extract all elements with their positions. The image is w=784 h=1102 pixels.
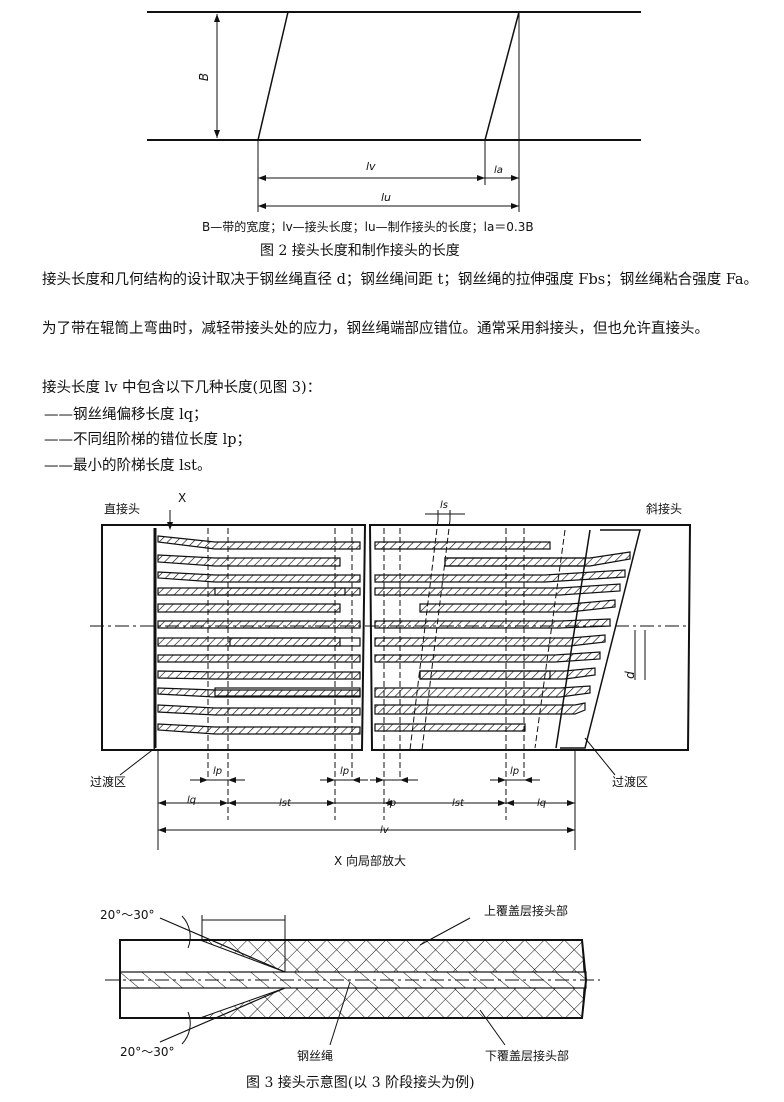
label-bias-joint: 斜接头	[646, 502, 683, 516]
figure-3-splice-diagram	[90, 510, 692, 850]
label-lower-cover-joint: 下覆盖层接头部	[485, 1049, 570, 1063]
dim-label-lp-4: lp	[387, 798, 397, 809]
dim-label-lst-1: lst	[279, 798, 291, 809]
list-item-lp: ——不同组阶梯的错位长度 lp；	[44, 432, 252, 448]
list-item-lst: ——最小的阶梯长度 lst。	[44, 458, 212, 474]
label-upper-cover-joint: 上覆盖层接头部	[484, 904, 569, 918]
paragraph-stagger: 为了带在辊筒上弯曲时，减轻带接头处的应力，钢丝绳端部应错位。通常采用斜接头，但也…	[42, 321, 709, 337]
dim-label-lq-2: lq	[537, 798, 547, 809]
label-d: d	[622, 671, 637, 679]
fig2-label-lu: lu	[381, 191, 392, 204]
label-transition-right: 过渡区	[612, 775, 649, 789]
label-straight-joint: 直接头	[104, 502, 141, 516]
paragraph-lengths: 接头长度 lv 中包含以下几种长度(见图 3)：	[42, 380, 322, 396]
paragraph-design: 接头长度和几何结构的设计取决于钢丝绳直径 d；钢丝绳间距 t；钢丝绳的拉伸强度 …	[42, 272, 759, 288]
label-angle-bottom: 20°～30°	[120, 1045, 175, 1059]
dim-label-lst-2: lst	[452, 798, 464, 809]
dim-label-lp-2: lp	[340, 766, 350, 777]
fig2-label-la: la	[494, 165, 503, 176]
fig2-label-lv: lv	[366, 160, 376, 173]
dim-label-lp-3: lp	[510, 766, 520, 777]
fig3-caption: 图 3 接头示意图(以 3 阶段接头为例)	[246, 1075, 475, 1091]
dim-label-lp-1: lp	[213, 766, 223, 777]
figure-2-diagram	[147, 11, 641, 212]
label-steel-cord: 钢丝绳	[297, 1049, 334, 1063]
fig2-label-b: B	[197, 72, 212, 82]
dim-label-lv: lv	[380, 825, 389, 836]
fig2-caption: 图 2 接头长度和制作接头的长度	[260, 243, 460, 259]
fig2-legend: B—带的宽度；lv—接头长度；lu—制作接头的长度；la＝0.3B	[202, 220, 534, 234]
label-angle-top: 20°～30°	[100, 908, 155, 922]
figure-3-cross-section	[105, 915, 600, 1046]
dim-label-lq-1: lq	[187, 795, 197, 806]
list-item-lq: ——钢丝绳偏移长度 lq；	[44, 407, 208, 423]
label-view-x: X	[178, 491, 187, 505]
zoom-caption: X 向局部放大	[334, 854, 407, 868]
label-ls: ls	[440, 500, 448, 511]
label-transition-left: 过渡区	[90, 775, 127, 789]
